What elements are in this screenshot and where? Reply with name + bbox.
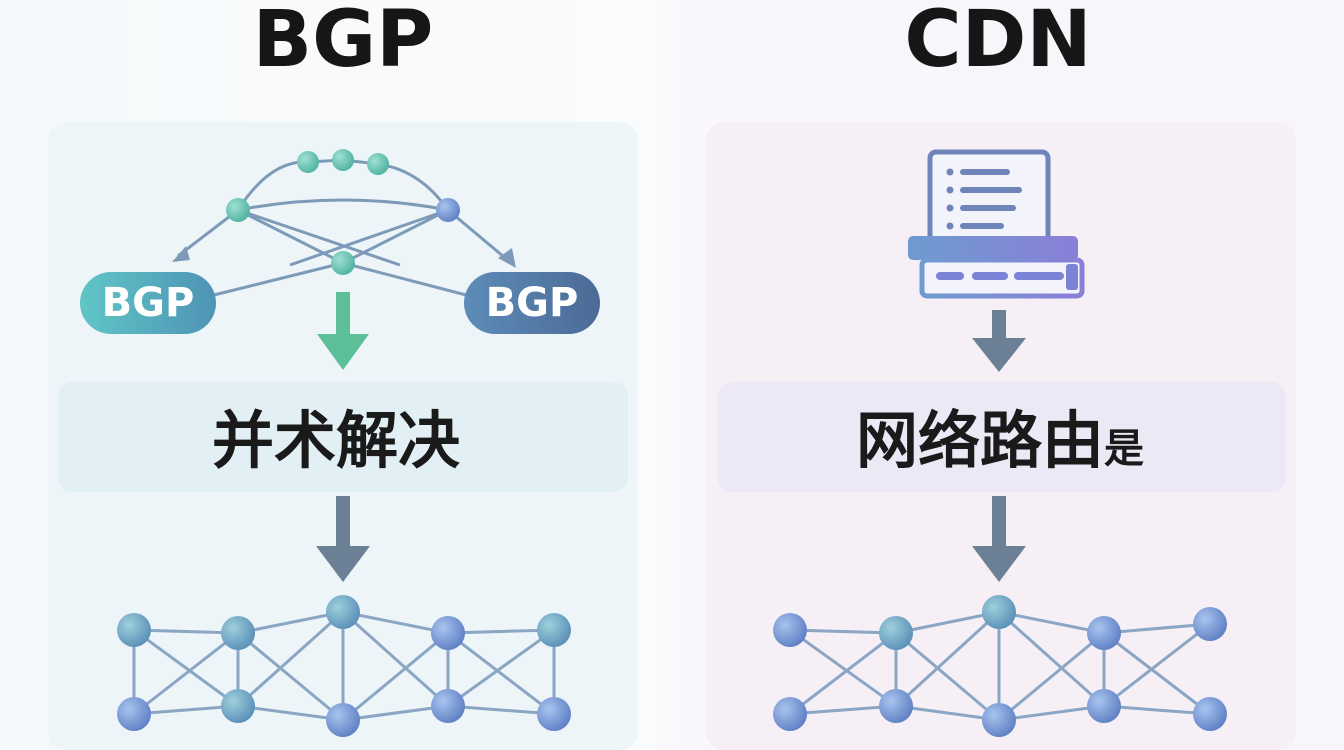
left-title: BGP — [253, 0, 434, 85]
network-node — [332, 149, 354, 171]
arrowhead-left — [172, 246, 190, 262]
down-arrow-left — [316, 496, 370, 582]
mesh-node — [221, 689, 255, 723]
mesh-node — [773, 613, 807, 647]
mesh-node — [982, 703, 1016, 737]
mesh-node — [879, 689, 913, 723]
mesh-node — [326, 703, 360, 737]
left-label-band — [58, 382, 628, 492]
mesh-node — [773, 697, 807, 731]
mesh-node — [117, 613, 151, 647]
network-node — [367, 153, 389, 175]
mesh-node — [431, 616, 465, 650]
mesh-node — [1193, 607, 1227, 641]
mesh-node — [1087, 616, 1121, 650]
network-node — [226, 198, 250, 222]
right-label: 网络路由是 — [856, 404, 1144, 477]
document-server-icon — [908, 149, 1085, 299]
arrowhead-right — [498, 248, 516, 268]
mesh-node — [326, 595, 360, 629]
bgp-pill-left-label: BGP — [102, 280, 195, 326]
mesh-node — [537, 613, 571, 647]
left-label: 并术解决 — [212, 404, 460, 477]
network-node — [436, 198, 460, 222]
mesh-node — [221, 616, 255, 650]
right-label-main: 网络路由 — [856, 404, 1104, 477]
mesh-node — [1087, 689, 1121, 723]
mesh-node — [117, 697, 151, 731]
network-node — [297, 151, 319, 173]
right-title: CDN — [904, 0, 1091, 85]
right-label-suffix: 是 — [1104, 426, 1144, 472]
mesh-node — [982, 595, 1016, 629]
right-label-band — [718, 382, 1286, 492]
mesh-node — [431, 689, 465, 723]
mesh-node — [879, 616, 913, 650]
bgp-pill-left: BGP — [80, 272, 216, 334]
network-node — [331, 251, 355, 275]
down-arrow-right-top — [972, 310, 1026, 372]
bgp-pill-right-label: BGP — [486, 280, 579, 326]
down-arrow-right-bottom — [972, 496, 1026, 582]
bgp-pill-right: BGP — [464, 272, 600, 334]
down-arrow-green — [317, 292, 369, 370]
mesh-node — [1193, 697, 1227, 731]
mesh-node — [537, 697, 571, 731]
